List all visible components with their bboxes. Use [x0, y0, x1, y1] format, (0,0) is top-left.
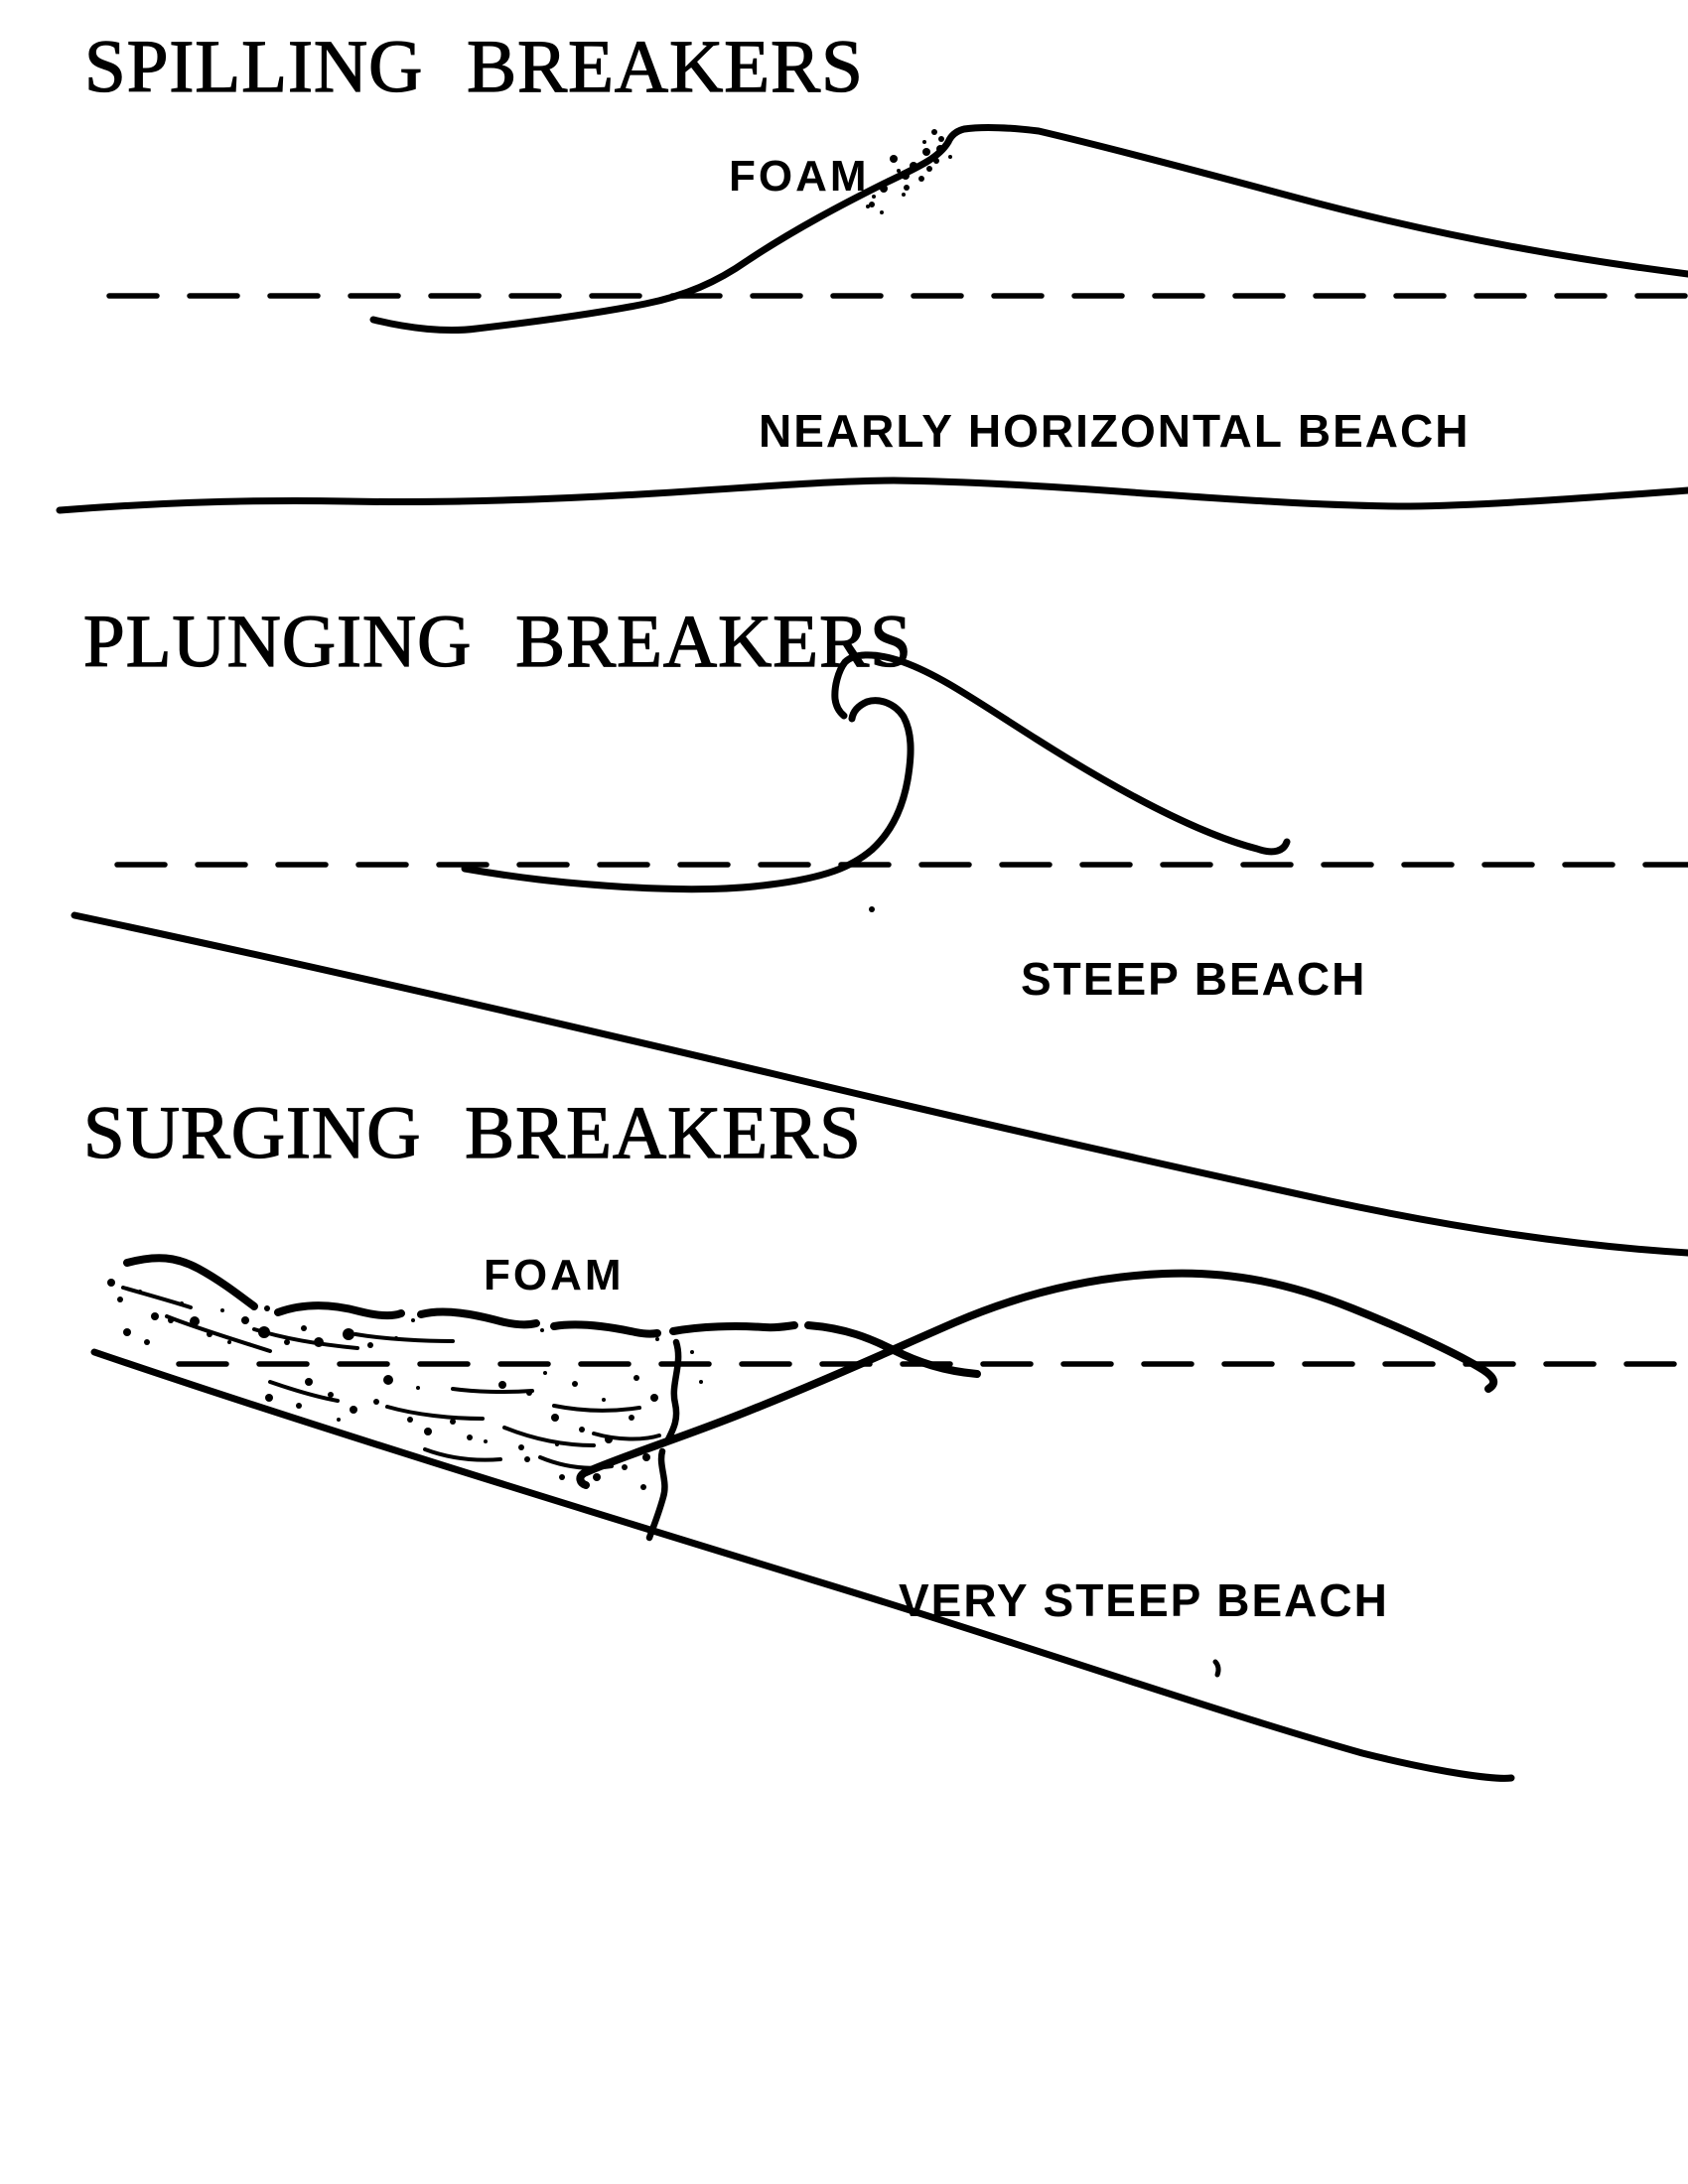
plunging-ink-speck — [869, 906, 875, 912]
surging-section-title: SURGING BREAKERS — [82, 1092, 862, 1174]
spilling-foam-dots — [866, 129, 952, 214]
surging-foam-top-edge-strokes — [123, 1254, 981, 1378]
plunging-section-title: PLUNGING BREAKERS — [82, 601, 913, 683]
plunging-wave-face-line — [461, 697, 914, 893]
plunging-beach-label: STEEP BEACH — [1021, 953, 1367, 1005]
spilling-beach-line — [56, 477, 1688, 514]
spilling-wave-profile-line — [369, 124, 1688, 335]
spilling-beach-label: NEARLY HORIZONTAL BEACH — [759, 405, 1471, 457]
spilling-section-title: SPILLING BREAKERS — [83, 26, 864, 108]
surging-ink-speck — [1212, 1659, 1221, 1678]
surging-foam-streaks — [121, 1286, 661, 1470]
plunging-beach-line — [70, 911, 1688, 1257]
plunging-wave-crest-curl-line — [831, 651, 1291, 856]
surging-foam-dots — [107, 1279, 703, 1490]
surging-foam-brace-lower — [645, 1447, 668, 1542]
spilling-foam-label: FOAM — [729, 152, 870, 201]
surging-beach-label: VERY STEEP BEACH — [899, 1574, 1389, 1626]
surging-beach-line — [90, 1348, 1515, 1782]
surging-foam-label: FOAM — [484, 1251, 625, 1299]
surging-foam-brace-upper — [663, 1338, 682, 1445]
surging-wave-arch-line — [576, 1269, 1498, 1489]
